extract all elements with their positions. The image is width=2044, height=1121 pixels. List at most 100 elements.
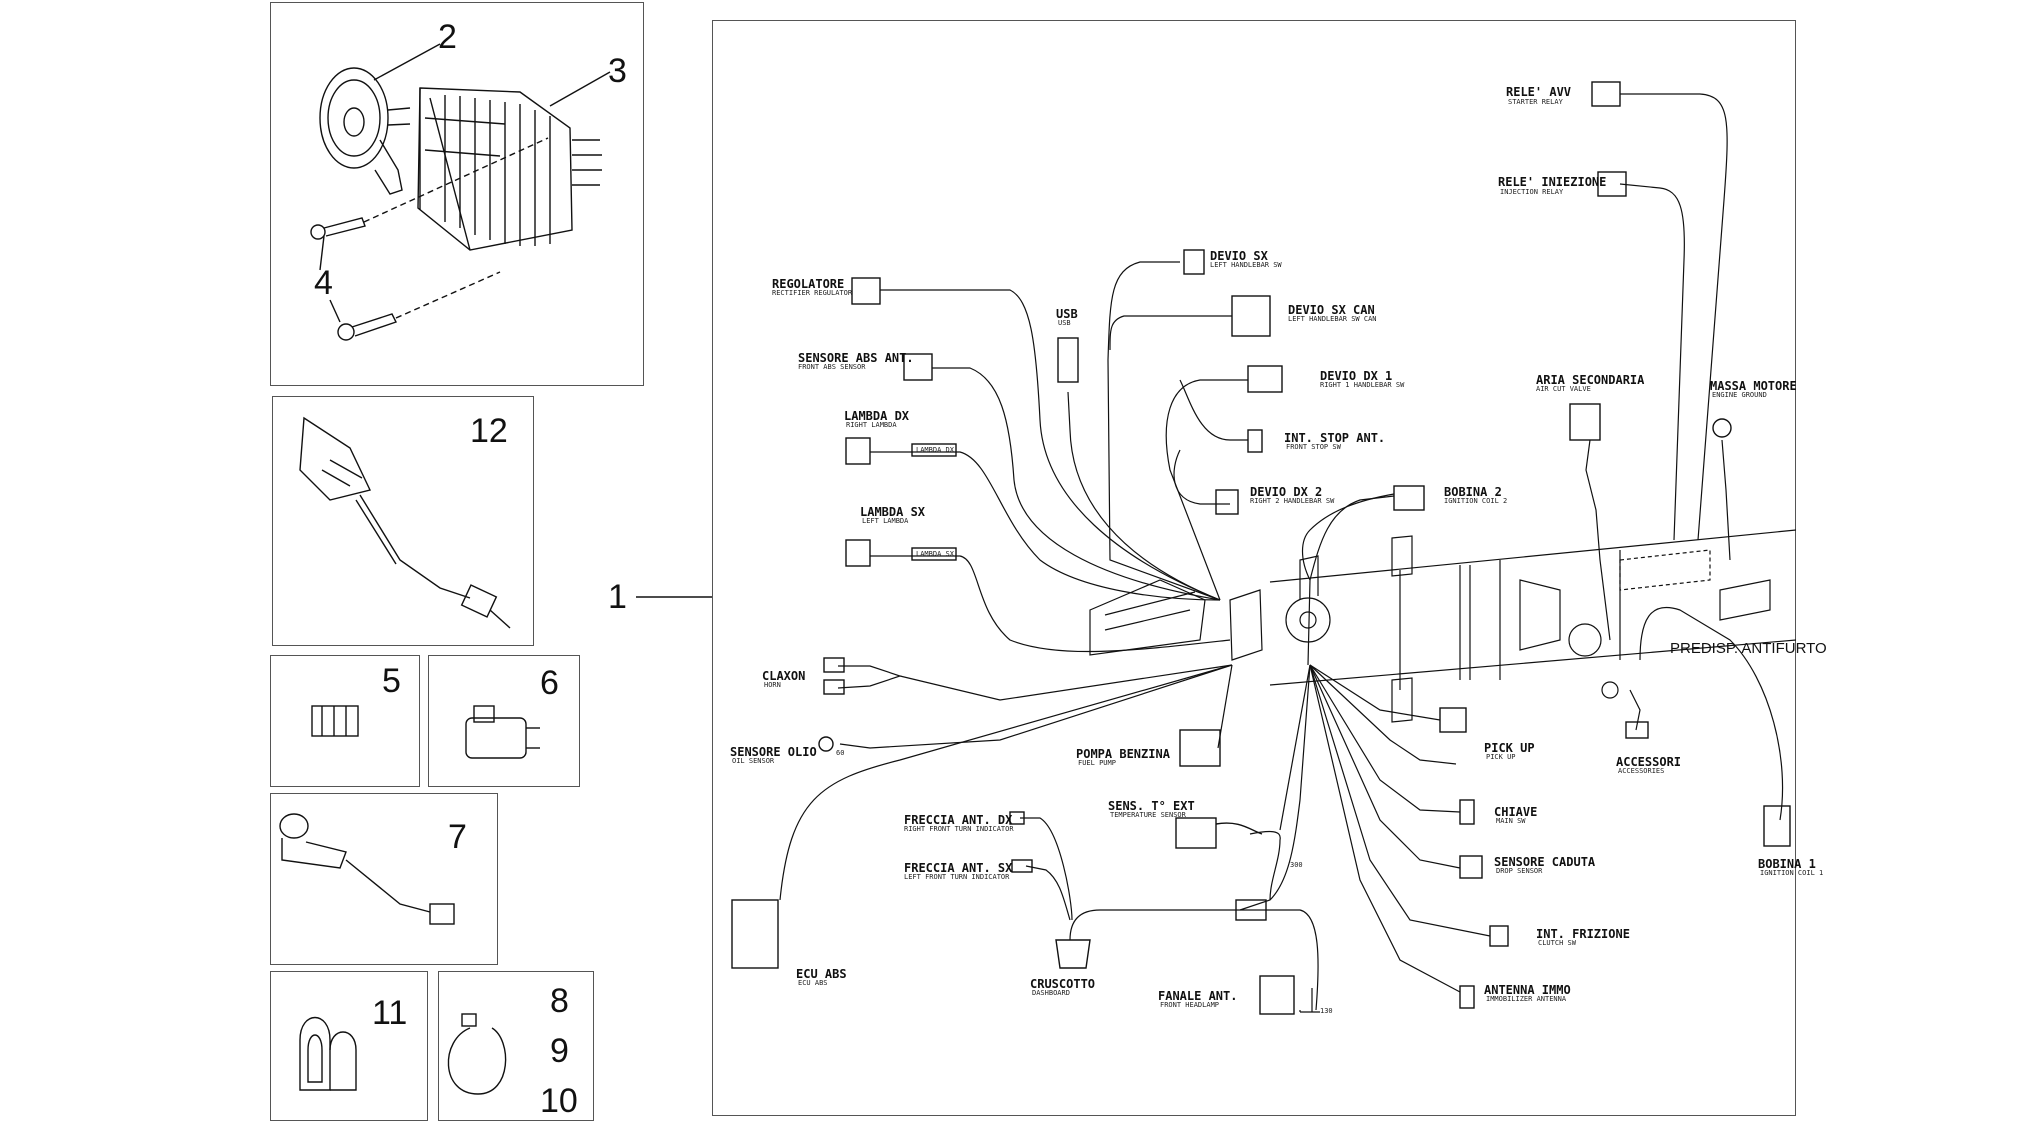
dim-130: 130 <box>1320 1007 1333 1015</box>
label-fanale: FANALE ANT. <box>1158 989 1238 1003</box>
part-number-5: 5 <box>382 662 401 700</box>
diagnostic-connector-icon <box>299 416 511 629</box>
sublabel-sens-temp: TEMPERATURE SENSOR <box>1110 811 1186 819</box>
sublabel-sensore-caduta: DROP SENSOR <box>1496 867 1543 875</box>
label-int-stop: INT. STOP ANT. <box>1284 431 1386 445</box>
label-pompa-benzina: POMPA BENZINA <box>1076 747 1170 761</box>
sublabel-massa-motore: ENGINE GROUND <box>1712 391 1767 399</box>
sublabel-bobina2: IGNITION COIL 2 <box>1444 497 1508 505</box>
label-cruscotto: CRUSCOTTO <box>1030 977 1096 991</box>
label-massa-motore: MASSA MOTORE <box>1710 379 1797 393</box>
label-sensore-olio: SENSORE OLIO <box>730 745 817 759</box>
sensor-7-icon <box>279 813 455 925</box>
sublabel-pick-up: PICK UP <box>1486 753 1516 761</box>
label-lambda-dx: LAMBDA DX <box>844 409 910 423</box>
label-bobina1: BOBINA 1 <box>1758 857 1816 871</box>
label-lambda-sx: LAMBDA SX <box>860 505 926 519</box>
sublabel-cruscotto: DASHBOARD <box>1032 989 1070 997</box>
label-aria-secondaria: ARIA SECONDARIA <box>1536 373 1645 387</box>
label-rele-avv: RELE' AVV <box>1506 85 1572 99</box>
part-number-9: 9 <box>550 1032 569 1070</box>
panel-horn-regulator <box>270 2 644 386</box>
sublabel-aria-secondaria: AIR CUT VALVE <box>1536 385 1591 393</box>
regulator-icon <box>417 87 602 251</box>
panel-part-5 <box>270 655 420 787</box>
sublabel-freccia-sx: LEFT FRONT TURN INDICATOR <box>904 873 1010 881</box>
sublabel-sensore-abs: FRONT ABS SENSOR <box>798 363 866 371</box>
dim-300: 300 <box>1290 861 1303 869</box>
tag-lambda-dx: LAMBDA DX <box>916 446 954 454</box>
label-sensore-abs: SENSORE ABS ANT. <box>798 351 914 365</box>
label-chiave: CHIAVE <box>1494 805 1538 819</box>
clip-11-icon <box>299 1016 357 1091</box>
sublabel-devio-dx1: RIGHT 1 HANDLEBAR SW <box>1320 381 1405 389</box>
rele-avv-connector <box>1591 81 1621 107</box>
sublabel-pompa-benzina: FUEL PUMP <box>1078 759 1116 767</box>
label-ecu-abs: ECU ABS <box>796 967 847 981</box>
connector-boxes <box>731 81 1791 1015</box>
sublabel-bobina1: IGNITION COIL 1 <box>1760 869 1824 877</box>
label-devio-dx1: DEVIO DX 1 <box>1320 369 1393 383</box>
label-devio-sx-can: DEVIO SX CAN <box>1288 303 1375 317</box>
connector-6-icon <box>465 705 540 759</box>
label-claxon: CLAXON <box>762 669 806 683</box>
sublabel-int-frizione: CLUTCH SW <box>1538 939 1576 947</box>
label-devio-dx2: DEVIO DX 2 <box>1250 485 1323 499</box>
part-number-11: 11 <box>372 994 408 1032</box>
sublabel-usb: USB <box>1058 319 1071 327</box>
ring-clamp-icon <box>447 1013 507 1095</box>
part-number-7: 7 <box>448 818 467 856</box>
sublabel-rele-iniezione: INJECTION RELAY <box>1500 188 1564 196</box>
label-devio-sx: DEVIO SX <box>1210 249 1268 263</box>
label-predisp-antifurto: PREDISP. ANTIFURTO <box>1670 640 1827 657</box>
sublabel-antenna: IMMOBILIZER ANTENNA <box>1486 995 1567 1003</box>
label-accessori: ACCESSORI <box>1616 755 1682 769</box>
sublabel-ecu-abs: ECU ABS <box>798 979 828 987</box>
panel-part-6 <box>428 655 580 787</box>
sublabel-devio-dx2: RIGHT 2 HANDLEBAR SW <box>1250 497 1335 505</box>
part-number-10: 10 <box>540 1082 578 1120</box>
rele-inj-connector <box>1597 171 1627 197</box>
tag-lambda-sx: LAMBDA SX <box>916 550 954 558</box>
panel-part-7 <box>270 793 498 965</box>
label-int-frizione: INT. FRIZIONE <box>1536 927 1630 941</box>
panel-main-wiring <box>712 20 1796 1116</box>
frame-drawing <box>1089 529 1797 723</box>
part-number-2: 2 <box>438 18 457 56</box>
sublabel-devio-sx: LEFT HANDLEBAR SW <box>1210 261 1282 269</box>
label-antenna: ANTENNA IMMO <box>1484 983 1571 997</box>
part-number-8: 8 <box>550 982 569 1020</box>
part-number-6: 6 <box>540 664 559 702</box>
label-bobina2: BOBINA 2 <box>1444 485 1502 499</box>
part-number-4: 4 <box>314 264 333 302</box>
label-usb: USB <box>1056 307 1078 321</box>
label-freccia-sx: FRECCIA ANT. SX <box>904 861 1013 875</box>
label-sensore-caduta: SENSORE CADUTA <box>1494 855 1596 869</box>
sublabel-rele-avv: STARTER RELAY <box>1508 98 1563 106</box>
sublabel-regolatore: RECTIFIER REGULATOR <box>772 289 853 297</box>
connector-5-icon <box>311 705 359 737</box>
part-number-1: 1 <box>608 578 627 616</box>
horn-icon <box>319 67 411 195</box>
label-sens-temp: SENS. T° EXT <box>1108 799 1195 813</box>
screw-icon <box>310 217 397 341</box>
sublabel-freccia-dx: RIGHT FRONT TURN INDICATOR <box>904 825 1014 833</box>
dim-60: 60 <box>836 749 845 757</box>
sublabel-accessori: ACCESSORIES <box>1618 767 1665 775</box>
sublabel-lambda-dx: RIGHT LAMBDA <box>846 421 897 429</box>
sublabel-devio-sx-can: LEFT HANDLEBAR SW CAN <box>1288 315 1377 323</box>
part-number-3: 3 <box>608 52 627 90</box>
label-regolatore: REGOLATORE <box>772 277 845 291</box>
label-rele-iniezione: RELE' INIEZIONE <box>1498 175 1607 189</box>
panel-part-8-9-10 <box>438 971 594 1121</box>
label-freccia-dx: FRECCIA ANT. DX <box>904 813 1013 827</box>
sublabel-claxon: HORN <box>764 681 781 689</box>
sublabel-lambda-sx: LEFT LAMBDA <box>862 517 909 525</box>
panel-part-11 <box>270 971 428 1121</box>
label-pick-up: PICK UP <box>1484 741 1535 755</box>
panel-part-12 <box>272 396 534 646</box>
part-number-12: 12 <box>470 412 508 450</box>
sublabel-sensore-olio: OIL SENSOR <box>732 757 775 765</box>
sublabel-fanale: FRONT HEADLAMP <box>1160 1001 1220 1009</box>
